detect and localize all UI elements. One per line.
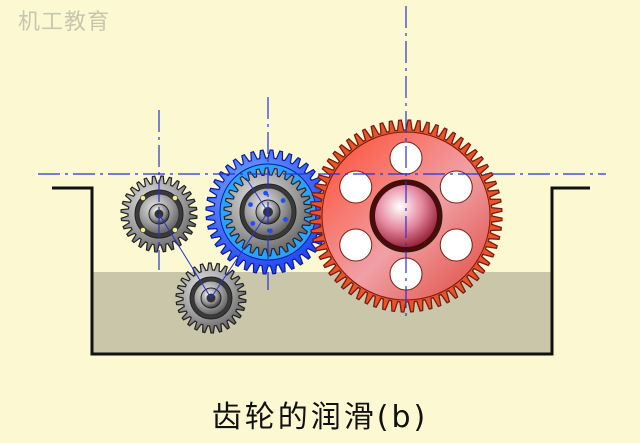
oil-bath <box>92 272 552 354</box>
mesh-link-lines <box>158 177 269 299</box>
gearbox-housing <box>52 186 590 356</box>
center-lines <box>38 6 606 318</box>
diagram-caption: 齿轮的润滑(b) <box>211 400 429 435</box>
watermark: 机工教育 <box>18 10 111 35</box>
